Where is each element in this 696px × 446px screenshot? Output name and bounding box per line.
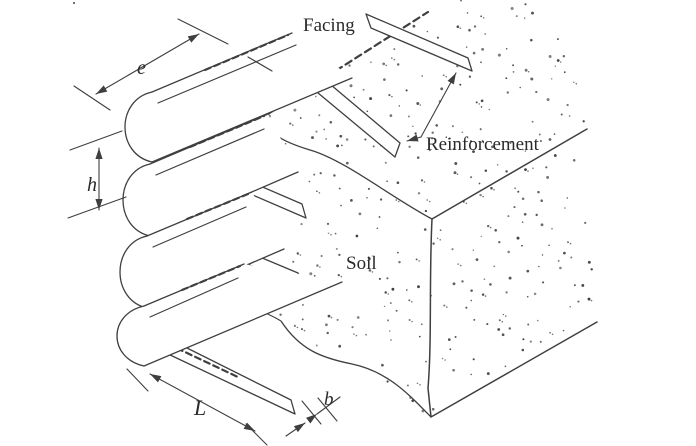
soil-label: Soil [346,253,377,274]
dimension-annotations [67,18,457,446]
figure-labels: Facing Reinforcement Soil e h L b [87,15,540,420]
facing-units [116,32,353,367]
dim-e-label: e [137,57,146,79]
dim-h-label: h [87,174,97,196]
reinforcement-label: Reinforcement [426,134,540,155]
dim-l-label: L [193,395,206,420]
facing-label: Facing [303,15,355,36]
dim-b-label: b [324,389,334,410]
soil-stipple-texture [72,0,593,413]
